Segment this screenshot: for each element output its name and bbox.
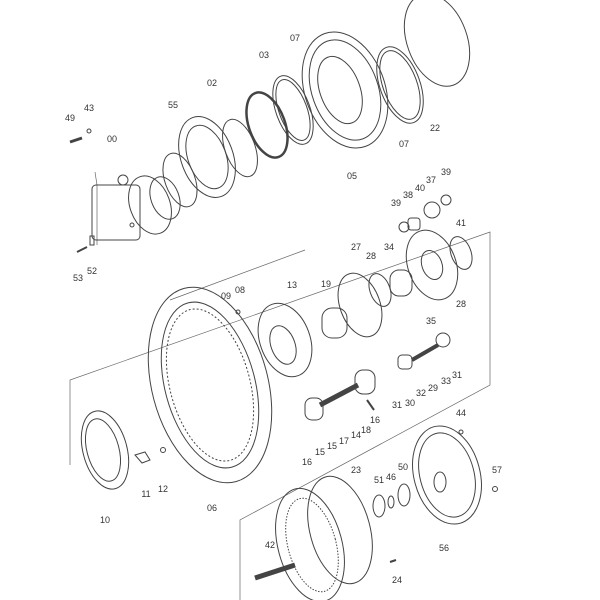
part-label: 15 [314, 447, 326, 457]
part-label: 56 [438, 543, 450, 553]
part-49-bolt [69, 136, 83, 144]
part-03-seal [245, 91, 289, 159]
part-label: 35 [425, 316, 437, 326]
part-02-hub [178, 116, 236, 198]
part-label: 12 [157, 484, 169, 494]
part-38-gear [407, 217, 421, 231]
part-51-ring [372, 494, 386, 518]
part-11-bracket [134, 451, 151, 464]
part-56-cover [412, 425, 482, 525]
part-label: 29 [427, 383, 439, 393]
part-label: 15 [326, 441, 338, 451]
part-label: 44 [455, 408, 467, 418]
part-00-motor [91, 174, 181, 241]
part-label: 14 [350, 430, 362, 440]
part-37-gear [423, 201, 441, 219]
part-23-ring-gear [275, 487, 345, 600]
part-label: 49 [64, 113, 76, 123]
part-label: 07 [289, 33, 301, 43]
part-label: 38 [402, 190, 414, 200]
part-label: 33 [440, 376, 452, 386]
part-label: 43 [83, 103, 95, 113]
part-label: 28 [365, 251, 377, 261]
part-22-ring [403, 0, 471, 87]
part-label: 17 [338, 436, 350, 446]
part-08-pin [235, 309, 241, 315]
part-label: 53 [72, 273, 84, 283]
part-label: 06 [206, 503, 218, 513]
part-label: 16 [369, 415, 381, 425]
part-42-shaft [254, 562, 296, 581]
part-label: 23 [350, 465, 362, 475]
part-19-gear [321, 307, 348, 339]
part-label: 27 [350, 242, 362, 252]
part-label: 41 [455, 218, 467, 228]
part-label: 22 [429, 123, 441, 133]
part-39-washer-top [440, 194, 452, 206]
part-label: 16 [301, 457, 313, 467]
part-label: 30 [404, 398, 416, 408]
part-14-shaft [318, 382, 360, 408]
part-57-bolt [492, 486, 498, 492]
part-55-oring [162, 152, 198, 208]
part-32-shaft [411, 343, 439, 362]
part-07-ring [376, 46, 424, 124]
part-label: 00 [106, 134, 118, 144]
part-15-gear [304, 397, 324, 421]
part-50-bearing [397, 483, 411, 507]
part-27-carrier [337, 272, 383, 338]
part-13-carrier [257, 302, 313, 378]
part-label: 05 [346, 171, 358, 181]
part-label: 57 [491, 465, 503, 475]
part-label: 02 [206, 78, 218, 88]
part-label: 11 [141, 489, 151, 499]
part-label: 09 [220, 291, 232, 301]
part-12-bolt [160, 447, 166, 453]
part-44-plug [458, 429, 464, 435]
part-33-gear [435, 332, 451, 348]
part-label: 39 [390, 198, 402, 208]
part-53-bolt [76, 246, 88, 253]
part-label: 18 [360, 425, 372, 435]
part-28-washer-right [449, 236, 473, 270]
part-39-washer [398, 221, 410, 233]
part-35-carrier [405, 229, 459, 301]
part-label: 31 [391, 400, 403, 410]
part-24-bolt [389, 559, 397, 563]
part-label: 34 [383, 242, 395, 252]
part-label: 46 [385, 472, 397, 482]
part-label: 55 [167, 100, 179, 110]
part-28-washer [368, 273, 392, 307]
part-label: 40 [414, 183, 426, 193]
part-label: 03 [258, 50, 270, 60]
part-label: 13 [286, 280, 298, 290]
part-label: 07 [398, 139, 410, 149]
part-10-flange [80, 410, 130, 490]
part-label: 32 [415, 388, 427, 398]
part-label: 19 [320, 279, 332, 289]
part-52-plate [89, 235, 95, 246]
part-07-ring-left [272, 75, 314, 145]
part-16-gear [354, 369, 376, 395]
part-label: 52 [86, 266, 98, 276]
part-label: 42 [264, 540, 276, 550]
part-label: 37 [425, 175, 437, 185]
part-30-gear [397, 354, 413, 370]
part-05-housing [301, 31, 389, 149]
part-label: 50 [397, 462, 409, 472]
part-18-pin [366, 399, 375, 411]
part-46-washer [387, 495, 395, 509]
part-label: 31 [451, 370, 463, 380]
part-label: 08 [234, 285, 246, 295]
part-label: 39 [440, 167, 452, 177]
part-label: 51 [373, 475, 385, 485]
part-label: 28 [455, 299, 467, 309]
part-label: 24 [391, 575, 403, 585]
part-34-gear [389, 269, 413, 297]
part-06-ring-gear [147, 286, 273, 484]
part-43-washer [86, 128, 92, 134]
part-label: 10 [99, 515, 111, 525]
